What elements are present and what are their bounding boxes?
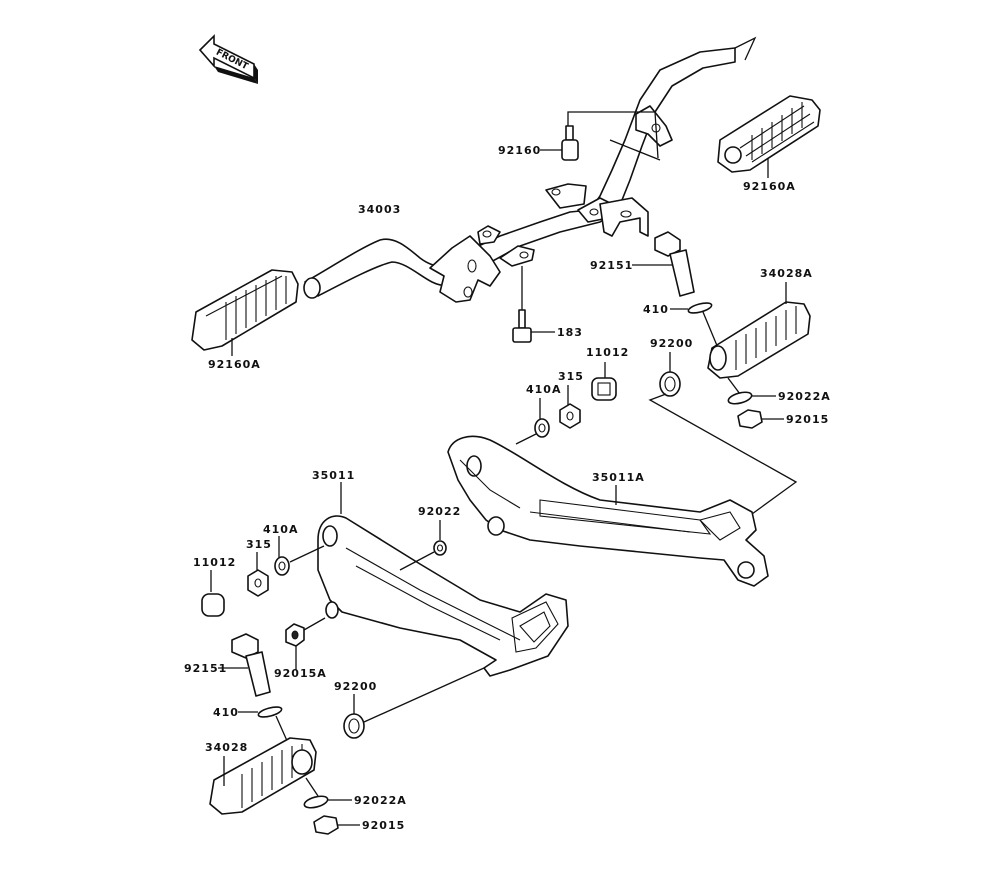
nut-pin-left	[313, 815, 360, 835]
footpeg-rear-left	[209, 737, 319, 815]
stopper-bolt	[540, 125, 579, 161]
label-92200-right: 92200	[650, 337, 693, 350]
label-410A-left: 410A	[263, 523, 298, 536]
label-92151-left: 92151	[184, 662, 227, 675]
washer-410-right	[670, 302, 719, 349]
label-92160A-left: 92160A	[208, 358, 261, 371]
label-92015-right: 92015	[786, 413, 829, 426]
nut-right	[559, 385, 581, 429]
front-arrow-icon: FRONT	[198, 34, 258, 84]
cap-right	[591, 362, 617, 401]
label-92015-left: 92015	[362, 819, 405, 832]
label-35011A: 35011A	[592, 471, 645, 484]
washer-large-left	[343, 667, 485, 739]
label-34028: 34028	[205, 741, 248, 754]
washer-large-right	[648, 352, 798, 515]
label-410A-right: 410A	[526, 383, 561, 396]
label-410-right: 410	[643, 303, 669, 316]
label-92022A-right: 92022A	[778, 390, 831, 403]
label-315-right: 315	[558, 370, 584, 383]
label-92160: 92160	[498, 144, 541, 157]
label-315-left: 315	[246, 538, 272, 551]
nut-left	[247, 552, 269, 597]
label-34028A: 34028A	[760, 267, 813, 280]
washer-pin-left	[303, 795, 352, 809]
bolt-183	[512, 266, 555, 343]
washer-a-left	[274, 536, 325, 576]
label-410-left: 410	[213, 706, 239, 719]
label-92151-right: 92151	[590, 259, 633, 272]
nut-pin-right	[737, 409, 784, 429]
bracket-rear-right	[447, 435, 769, 587]
label-92160A-right: 92160A	[743, 180, 796, 193]
label-11012-right: 11012	[586, 346, 629, 359]
label-34003: 34003	[358, 203, 401, 216]
bolt-left	[218, 633, 271, 697]
bracket-rear-left	[317, 482, 569, 677]
bolt-right	[632, 231, 695, 297]
nut-a-left	[285, 617, 326, 670]
label-183: 183	[557, 326, 583, 339]
label-92022A-left: 92022A	[354, 794, 407, 807]
label-92200-left: 92200	[334, 680, 377, 693]
washer-pin-right	[727, 391, 776, 405]
footpeg-rubber-front-right	[717, 95, 821, 178]
cap-left	[201, 570, 225, 617]
footpeg-rear-right	[707, 282, 811, 395]
washer-left	[433, 540, 447, 556]
label-92022: 92022	[418, 505, 461, 518]
footrest-bracket-front	[303, 47, 736, 303]
label-11012-left: 11012	[193, 556, 236, 569]
label-35011: 35011	[312, 469, 355, 482]
label-92015A: 92015A	[274, 667, 327, 680]
footpeg-rubber-front-left	[191, 269, 299, 356]
washer-a-right	[515, 398, 550, 445]
